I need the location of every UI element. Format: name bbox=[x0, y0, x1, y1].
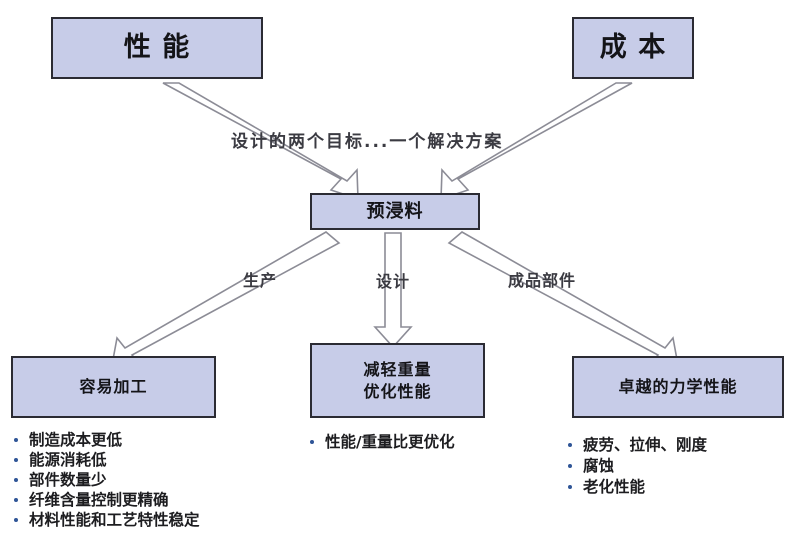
list-item: 部件数量少 bbox=[12, 470, 200, 490]
bullet-list-weight-performance: 性能/重量比更优化 bbox=[308, 432, 455, 452]
bullet-list-easy-processing: 制造成本更低 能源消耗低 部件数量少 纤维含量控制更精确 材料性能和工艺特性稳定 bbox=[12, 430, 200, 530]
list-item: 腐蚀 bbox=[566, 456, 707, 477]
node-performance-label: 性 能 bbox=[123, 32, 191, 64]
node-cost[interactable]: 成 本 bbox=[572, 17, 694, 79]
list-item: 纤维含量控制更精确 bbox=[12, 490, 200, 510]
branch-label-design: 设计 bbox=[376, 272, 411, 291]
list-item: 制造成本更低 bbox=[12, 430, 200, 450]
node-weight-performance-line-1: 减轻重量 bbox=[363, 360, 432, 380]
node-prepreg[interactable]: 预浸料 bbox=[310, 193, 480, 230]
arrow-prepreg-to-easy-processing bbox=[111, 231, 341, 367]
node-easy-processing[interactable]: 容易加工 bbox=[11, 356, 216, 418]
list-item: 疲劳、拉伸、刚度 bbox=[566, 435, 707, 456]
node-weight-performance[interactable]: 减轻重量 优化性能 bbox=[310, 343, 485, 418]
list-item: 材料性能和工艺特性稳定 bbox=[12, 510, 200, 530]
branch-label-finished-parts: 成品部件 bbox=[508, 271, 577, 290]
list-item: 老化性能 bbox=[566, 477, 707, 498]
list-item: 能源消耗低 bbox=[12, 450, 200, 470]
main-flow-label: 设计的两个目标...一个解决方案 bbox=[231, 132, 504, 152]
node-cost-label: 成 本 bbox=[599, 32, 667, 64]
node-mechanical-properties-label: 卓越的力学性能 bbox=[618, 377, 738, 397]
branch-label-production: 生产 bbox=[243, 271, 278, 290]
node-performance[interactable]: 性 能 bbox=[51, 17, 263, 79]
bullet-list-mechanical-properties: 疲劳、拉伸、刚度 腐蚀 老化性能 bbox=[566, 435, 707, 498]
node-mechanical-properties[interactable]: 卓越的力学性能 bbox=[572, 356, 784, 418]
node-prepreg-label: 预浸料 bbox=[366, 200, 424, 222]
list-item: 性能/重量比更优化 bbox=[308, 432, 455, 452]
node-easy-processing-label: 容易加工 bbox=[79, 377, 148, 397]
node-weight-performance-line-2: 优化性能 bbox=[363, 381, 432, 401]
